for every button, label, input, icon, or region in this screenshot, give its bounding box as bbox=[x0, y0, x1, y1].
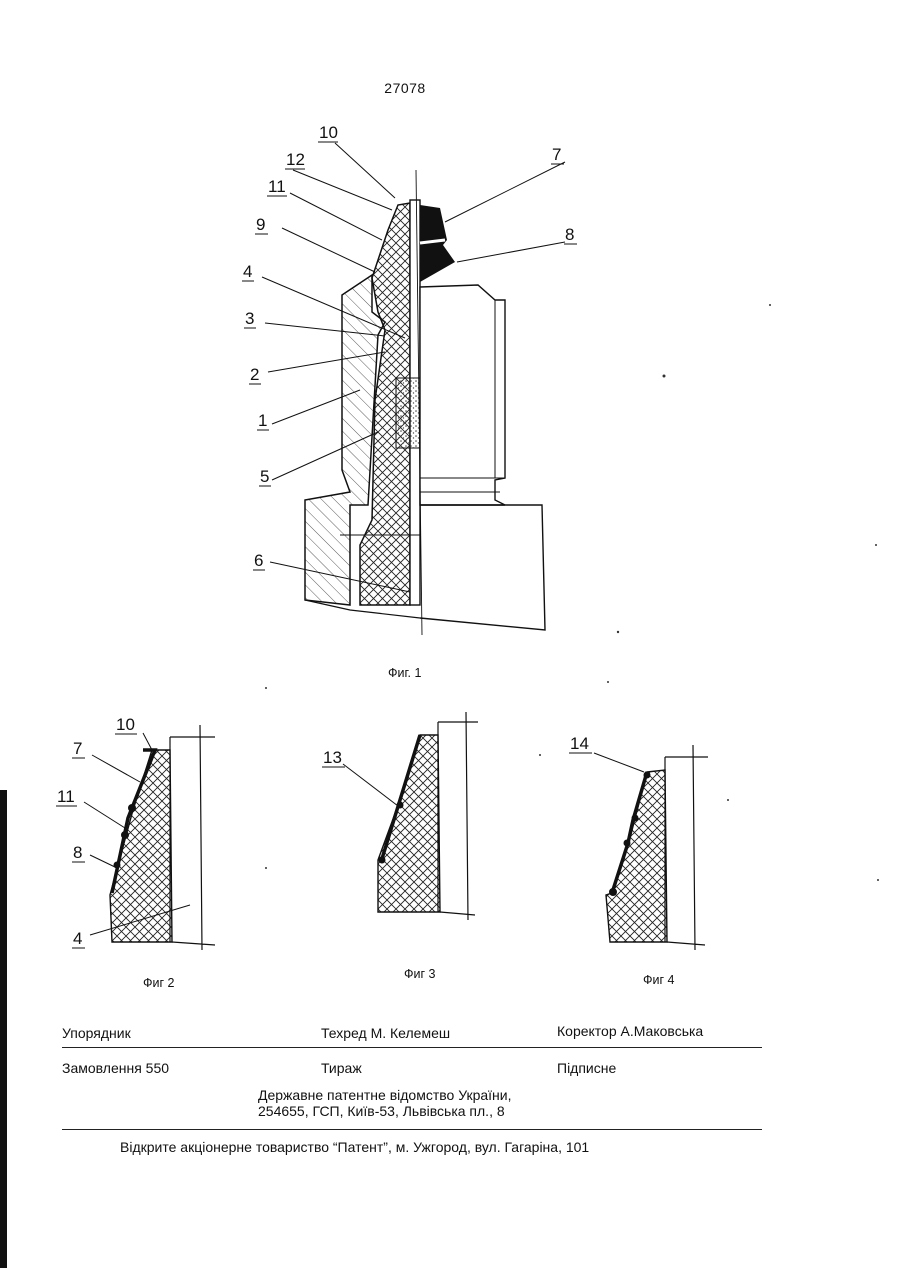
footer-office-line1: Державне патентне відомство України, bbox=[258, 1087, 512, 1103]
fig1-cylinder bbox=[420, 285, 505, 505]
fig1-label-4: 4 bbox=[243, 262, 252, 281]
footer-order: Замовлення 550 bbox=[62, 1060, 169, 1076]
fig4-label-14: 14 bbox=[570, 734, 589, 753]
footer-rule-bottom bbox=[62, 1129, 762, 1130]
fig1-label-11: 11 bbox=[268, 177, 286, 196]
scan-edge-bar bbox=[0, 790, 7, 1268]
fig1-label-1: 1 bbox=[258, 411, 267, 430]
figure-2: 10 7 11 8 4 Фиг 2 bbox=[56, 715, 215, 990]
figure-3: 13 Фиг 3 bbox=[322, 712, 478, 981]
footer-rule-top bbox=[62, 1047, 762, 1048]
figure-4: 14 Фиг 4 bbox=[569, 734, 708, 987]
figure-1: 10 12 11 9 4 3 2 1 5 6 7 8 Фиг. bbox=[242, 123, 577, 680]
footer-techred: Техред М. Келемеш bbox=[321, 1025, 450, 1041]
fig2-caption: Фиг 2 bbox=[143, 976, 175, 990]
fig2-label-10: 10 bbox=[116, 715, 135, 734]
fig1-label-2: 2 bbox=[250, 365, 259, 384]
fig1-label-10: 10 bbox=[319, 123, 338, 142]
footer-office-line2: 254655, ГСП, Київ-53, Львівська пл., 8 bbox=[258, 1103, 505, 1119]
patent-drawings: 10 12 11 9 4 3 2 1 5 6 7 8 Фиг. bbox=[0, 0, 900, 1000]
fig3-label-13: 13 bbox=[323, 748, 342, 767]
fig1-label-7: 7 bbox=[552, 145, 561, 164]
fig2-label-8: 8 bbox=[73, 843, 82, 862]
fig1-label-6: 6 bbox=[254, 551, 263, 570]
footer-subscription: Підписне bbox=[557, 1060, 616, 1076]
footer-circulation: Тираж bbox=[321, 1060, 362, 1076]
fig3-caption: Фиг 3 bbox=[404, 967, 436, 981]
footer-publisher: Відкрите акціонерне товариство “Патент”,… bbox=[120, 1139, 589, 1155]
fig4-caption: Фиг 4 bbox=[643, 973, 675, 987]
footer-compiler: Упорядник bbox=[62, 1025, 131, 1041]
fig1-caption: Фиг. 1 bbox=[388, 666, 421, 680]
fig1-label-5: 5 bbox=[260, 467, 269, 486]
fig2-label-11: 11 bbox=[57, 787, 75, 806]
fig2-label-7: 7 bbox=[73, 739, 82, 758]
fig1-label-8: 8 bbox=[565, 225, 574, 244]
fig2-label-4: 4 bbox=[73, 929, 82, 948]
fig1-label-3: 3 bbox=[245, 309, 254, 328]
fig1-label-9: 9 bbox=[256, 215, 265, 234]
fig1-label-12: 12 bbox=[286, 150, 305, 169]
fig1-stippled-element bbox=[396, 378, 420, 448]
footer-corrector: Коректор А.Маковська bbox=[557, 1023, 703, 1039]
